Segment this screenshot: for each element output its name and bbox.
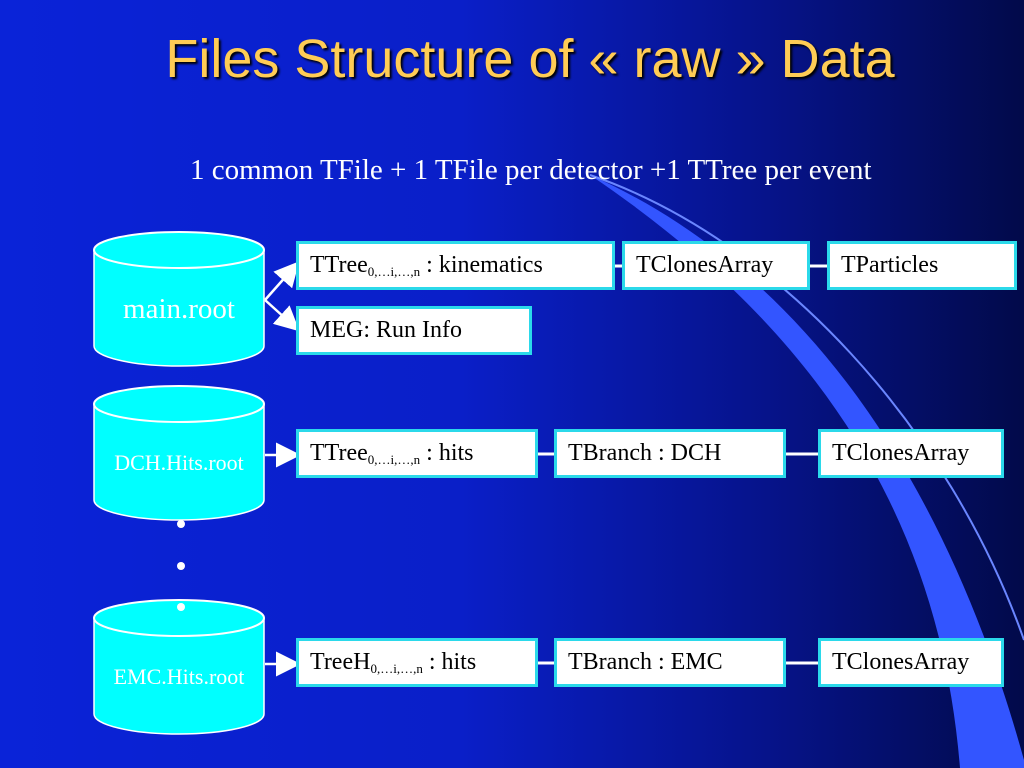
box-label: TClonesArray bbox=[832, 649, 970, 675]
subtitle: 1 common TFile + 1 TFile per detector +1… bbox=[190, 154, 872, 186]
box-main-runinfo: MEG: Run Info bbox=[296, 306, 532, 355]
box-main-ttree: TTree0,…i,…,n : kinematics bbox=[296, 241, 615, 290]
ellipsis-dot bbox=[177, 520, 185, 528]
box-dch-clones: TClonesArray bbox=[818, 429, 1004, 478]
box-emc-treeh: TreeH0,…i,…,n : hits bbox=[296, 638, 538, 687]
box-main-clones: TClonesArray bbox=[622, 241, 810, 290]
ttree-base: TTree bbox=[310, 440, 368, 466]
file-main-root: main.root bbox=[93, 230, 265, 370]
ellipsis-dot bbox=[177, 562, 185, 570]
ttree-index: 0,…i,…,n bbox=[367, 264, 421, 279]
ttree-suffix: : kinematics bbox=[420, 252, 543, 278]
box-label: TBranch : EMC bbox=[568, 649, 723, 675]
box-label: MEG: Run Info bbox=[310, 317, 462, 343]
ellipsis-dot bbox=[177, 603, 185, 611]
ttree-suffix: : hits bbox=[420, 440, 474, 466]
box-dch-branch: TBranch : DCH bbox=[554, 429, 786, 478]
page-title: Files Structure of « raw » Data bbox=[165, 29, 895, 89]
file-label-dch: DCH.Hits.root bbox=[114, 450, 244, 475]
box-label: TClonesArray bbox=[636, 252, 774, 278]
box-emc-branch: TBranch : EMC bbox=[554, 638, 786, 687]
treeh-suffix: : hits bbox=[422, 649, 477, 675]
box-label: TParticles bbox=[841, 252, 939, 278]
ttree-index: 0,…i,…,n bbox=[367, 452, 421, 467]
treeh-base: TreeH bbox=[310, 649, 371, 675]
file-dch-hits-root: DCH.Hits.root bbox=[93, 384, 265, 524]
ttree-base: TTree bbox=[310, 252, 368, 278]
box-dch-ttree: TTree0,…i,…,n : hits bbox=[296, 429, 538, 478]
box-label: TBranch : DCH bbox=[568, 440, 722, 466]
file-emc-hits-root: EMC.Hits.root bbox=[93, 598, 265, 738]
box-main-particles: TParticles bbox=[827, 241, 1017, 290]
file-label-main: main.root bbox=[123, 293, 235, 325]
file-label-emc: EMC.Hits.root bbox=[113, 664, 245, 689]
box-label: TClonesArray bbox=[832, 440, 970, 466]
box-emc-clones: TClonesArray bbox=[818, 638, 1004, 687]
treeh-index: 0,…i,…,n bbox=[370, 661, 423, 676]
